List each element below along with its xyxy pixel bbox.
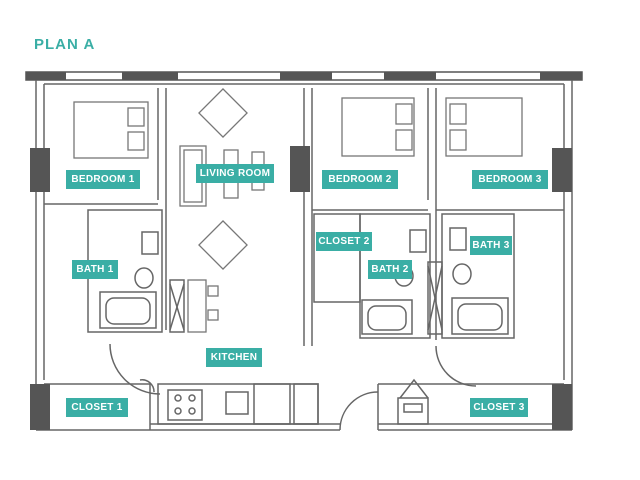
exterior-walls <box>25 71 583 81</box>
room-label-bath-3: BATH 3 <box>470 236 512 255</box>
room-label-bedroom-2: BEDROOM 2 <box>322 170 398 189</box>
room-label-bath-2: BATH 2 <box>368 260 412 279</box>
room-label-closet-3: CLOSET 3 <box>470 398 528 417</box>
furniture <box>73 88 523 333</box>
room-label-bedroom-1: BEDROOM 1 <box>66 170 140 189</box>
room-label-closet-2: CLOSET 2 <box>316 232 372 251</box>
plan-title: PLAN A <box>34 36 96 53</box>
room-label-kitchen: KITCHEN <box>206 348 262 367</box>
room-label-closet-1: CLOSET 1 <box>66 398 128 417</box>
room-label-bedroom-3: BEDROOM 3 <box>472 170 548 189</box>
columns <box>30 146 572 430</box>
room-label-bath-1: BATH 1 <box>72 260 118 279</box>
room-label-living-room: LIVING ROOM <box>196 164 274 183</box>
wall-lines <box>35 80 573 431</box>
